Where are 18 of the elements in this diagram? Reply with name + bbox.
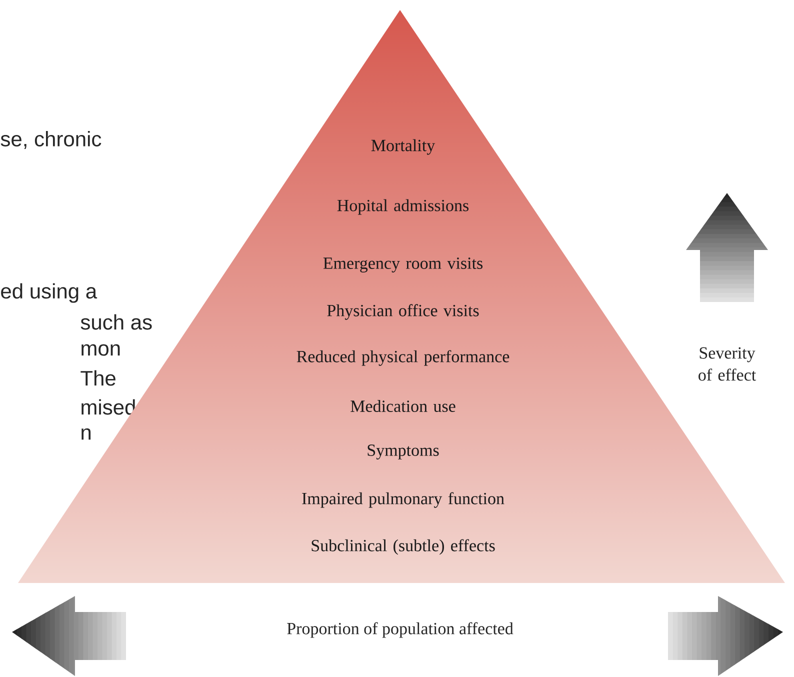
axis-label: Severity of effect xyxy=(698,347,756,381)
text-fragment: n xyxy=(82,428,91,440)
text-fragment: such as xyxy=(80,314,152,330)
level-label: Emergency room visits xyxy=(323,258,483,272)
level-label: Hopital admissions xyxy=(337,199,469,215)
text-fragment: ed using a xyxy=(1,283,98,303)
level-label: Reduced physical performance xyxy=(296,350,510,366)
level-label: Physician office visits xyxy=(327,304,479,320)
text-fragment: se, chronic xyxy=(0,131,102,149)
level-label: Medication use xyxy=(350,400,456,412)
text-fragment: mon xyxy=(82,344,120,356)
level-label: Subclinical (subtle) effects xyxy=(312,539,495,555)
text-fragment: mised xyxy=(82,399,135,415)
axis-label: Proportion of population affected xyxy=(287,622,514,638)
level-label: Symptoms xyxy=(368,444,439,460)
text-fragment: The xyxy=(80,370,116,386)
level-label: Impaired pulmonary function xyxy=(302,492,504,508)
level-label: Mortality xyxy=(371,139,436,155)
